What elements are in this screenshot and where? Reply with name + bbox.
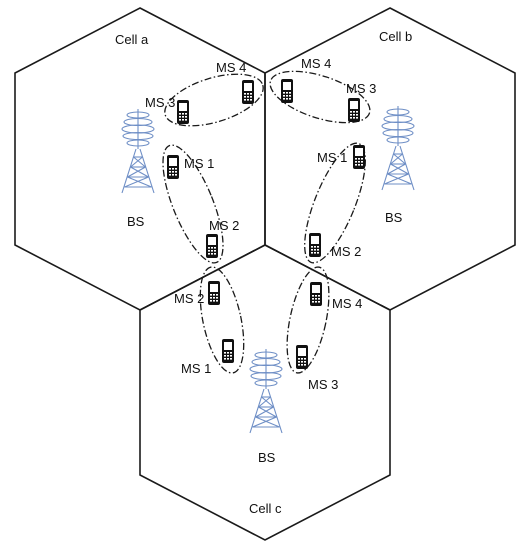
cell-tower-icon xyxy=(249,348,283,434)
cell-c-label: Cell c xyxy=(249,501,282,516)
mobile-phone-icon xyxy=(167,155,179,179)
mobile-phone-icon xyxy=(296,345,308,369)
ms-label-a-3: MS 3 xyxy=(145,95,175,110)
mobile-phone-icon xyxy=(206,234,218,258)
ms-label-b-2: MS 2 xyxy=(331,244,361,259)
mobile-phone-icon xyxy=(208,281,220,305)
bs-label-a: BS xyxy=(127,214,145,229)
ms-label-c-2: MS 2 xyxy=(174,291,204,306)
ms-label-b-3: MS 3 xyxy=(346,81,376,96)
cell-a-label: Cell a xyxy=(115,32,149,47)
mobile-phone-icon xyxy=(353,145,365,169)
ms-label-c-4: MS 4 xyxy=(332,296,362,311)
group-ellipse-b-right xyxy=(304,142,366,264)
ms-label-a-4: MS 4 xyxy=(216,60,246,75)
ms-label-a-2: MS 2 xyxy=(209,218,239,233)
mobile-phone-icon xyxy=(309,233,321,257)
mobile-phone-icon xyxy=(348,98,360,122)
cell-tower-icon xyxy=(121,108,155,194)
cell-tower-icon xyxy=(381,105,415,191)
ms-label-c-3: MS 3 xyxy=(308,377,338,392)
cell-b-label: Cell b xyxy=(379,29,412,44)
group-ellipse-a-top xyxy=(164,73,264,127)
ms-label-b-1: MS 1 xyxy=(317,150,347,165)
cell-c-boundary xyxy=(139,244,391,541)
bs-label-c: BS xyxy=(258,450,276,465)
group-ellipse-a-left xyxy=(162,144,224,264)
ms-label-c-1: MS 1 xyxy=(181,361,211,376)
mobile-phone-icon xyxy=(177,100,189,124)
ms-label-b-4: MS 4 xyxy=(301,56,331,71)
group-ellipse-c-right xyxy=(286,266,330,374)
group-ellipse-b-top xyxy=(269,70,371,124)
mobile-phone-icon xyxy=(222,339,234,363)
bs-label-b: BS xyxy=(385,210,403,225)
ms-label-a-1: MS 1 xyxy=(184,156,214,171)
mobile-phone-icon xyxy=(310,282,322,306)
mobile-phone-icon xyxy=(242,80,254,104)
mobile-phone-icon xyxy=(281,79,293,103)
group-ellipse-c-left xyxy=(199,266,245,374)
